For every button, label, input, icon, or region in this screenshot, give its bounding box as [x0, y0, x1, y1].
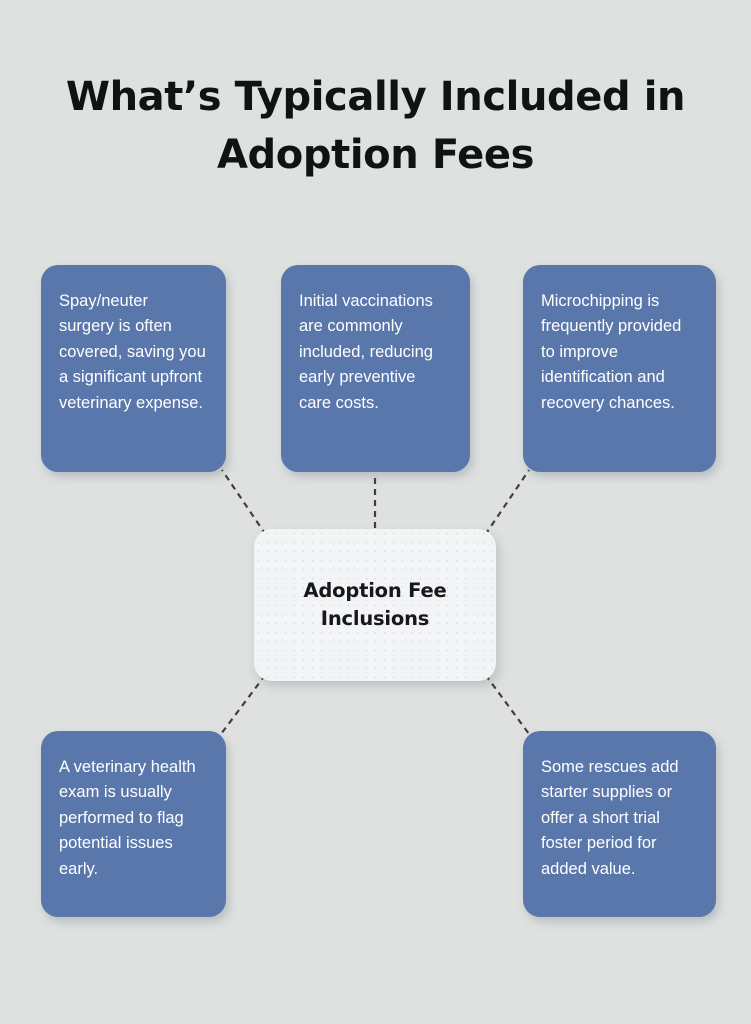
leaf-card-text: A veterinary health exam is usually perf… — [59, 758, 196, 878]
leaf-card-microchipping: Microchipping is frequently provided to … — [523, 265, 716, 472]
leaf-card-text: Some rescues add starter supplies or off… — [541, 758, 679, 878]
center-node-label: Adoption Fee Inclusions — [303, 579, 447, 630]
leaf-card-health-exam: A veterinary health exam is usually perf… — [41, 731, 226, 917]
center-node-adoption-fee-inclusions: Adoption Fee Inclusions — [254, 529, 496, 681]
leaf-card-text: Initial vaccinations are commonly includ… — [299, 292, 433, 412]
leaf-card-text: Microchipping is frequently provided to … — [541, 292, 682, 412]
leaf-card-initial-vaccinations: Initial vaccinations are commonly includ… — [281, 265, 470, 472]
page-title: What’s Typically Included in Adoption Fe… — [65, 74, 686, 178]
leaf-card-spay-neuter: Spay/neuter surgery is often covered, sa… — [41, 265, 226, 472]
leaf-card-starter-supplies: Some rescues add starter supplies or off… — [523, 731, 716, 917]
leaf-card-text: Spay/neuter surgery is often covered, sa… — [59, 292, 206, 412]
